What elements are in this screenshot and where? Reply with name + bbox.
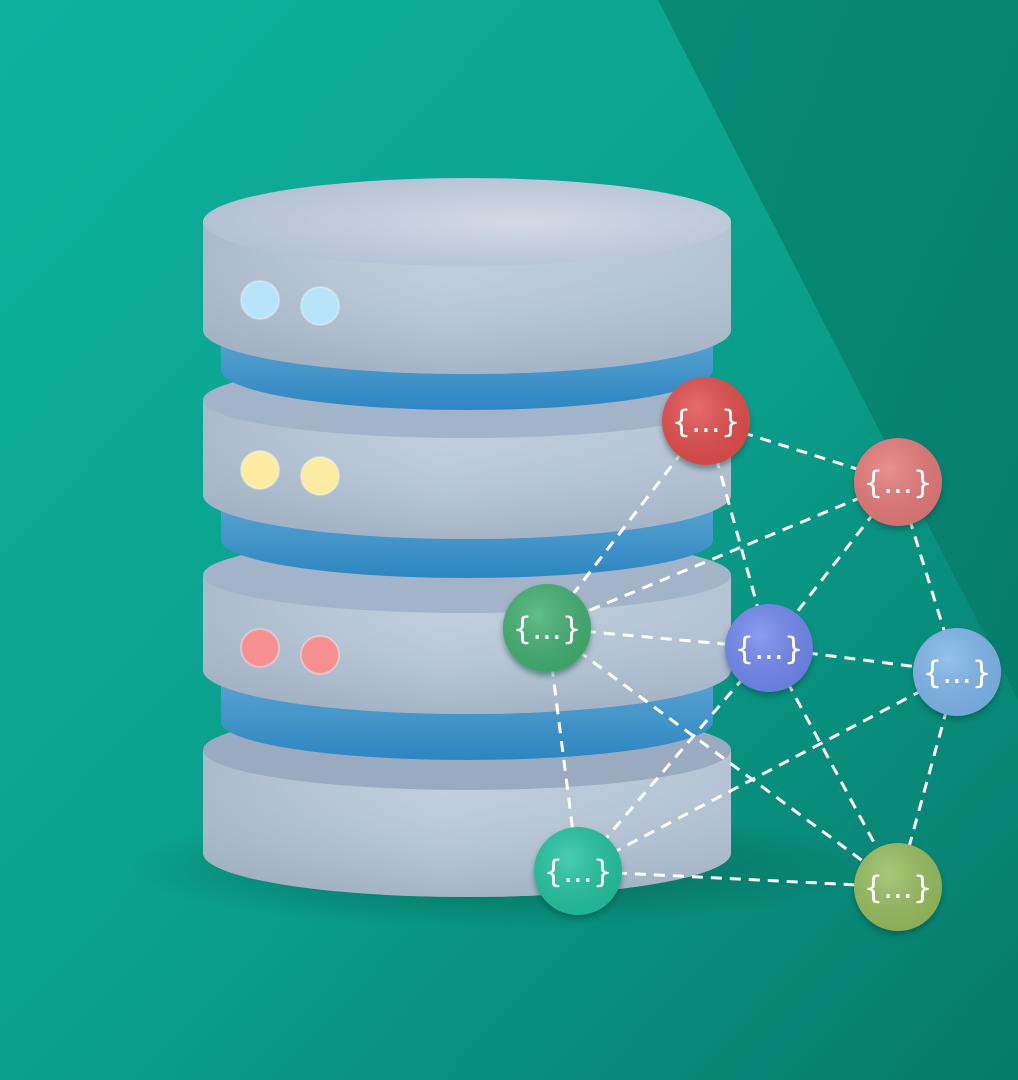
- green-node: {...}: [503, 584, 591, 672]
- json-node-shine: [854, 438, 942, 526]
- network-link: [577, 869, 899, 889]
- network-link: [896, 481, 959, 673]
- status-light: [300, 635, 340, 675]
- database-icon: [203, 178, 731, 897]
- network-link: [546, 480, 899, 630]
- database-tier-2: [203, 362, 731, 539]
- json-braces-icon: {...}: [863, 870, 932, 906]
- json-node-shine: [534, 827, 622, 915]
- json-node-shine: [503, 584, 591, 672]
- json-braces-icon: {...}: [734, 631, 803, 667]
- network-link: [577, 670, 958, 873]
- json-node-shine: [662, 377, 750, 465]
- json-braces-icon: {...}: [671, 404, 740, 440]
- red-node: {...}: [662, 377, 750, 465]
- json-node-shine: [913, 628, 1001, 716]
- network-link: [576, 647, 771, 872]
- periwinkle-node: {...}: [725, 604, 813, 692]
- status-light: [240, 450, 280, 490]
- json-braces-icon: {...}: [863, 465, 932, 501]
- json-node-shine: [725, 604, 813, 692]
- background-diagonal-shade: [658, 0, 1018, 1080]
- olive-node: {...}: [854, 843, 942, 931]
- database-tier-3: [203, 537, 731, 714]
- network-nodes: {...} {...} {...} {...} {...} {...} {...}: [503, 377, 1001, 931]
- status-light: [300, 456, 340, 496]
- status-light: [300, 286, 340, 326]
- network-link: [705, 419, 899, 484]
- status-light: [240, 628, 280, 668]
- network-link: [546, 626, 899, 889]
- teal-node: {...}: [534, 827, 622, 915]
- salmon-node: {...}: [854, 438, 942, 526]
- json-braces-icon: {...}: [922, 655, 991, 691]
- network-link: [767, 647, 900, 888]
- json-braces-icon: {...}: [543, 854, 612, 890]
- json-node-shine: [854, 843, 942, 931]
- database-tier-top: [203, 178, 731, 374]
- status-light: [240, 280, 280, 320]
- json-braces-icon: {...}: [512, 611, 581, 647]
- light-blue-node: {...}: [913, 628, 1001, 716]
